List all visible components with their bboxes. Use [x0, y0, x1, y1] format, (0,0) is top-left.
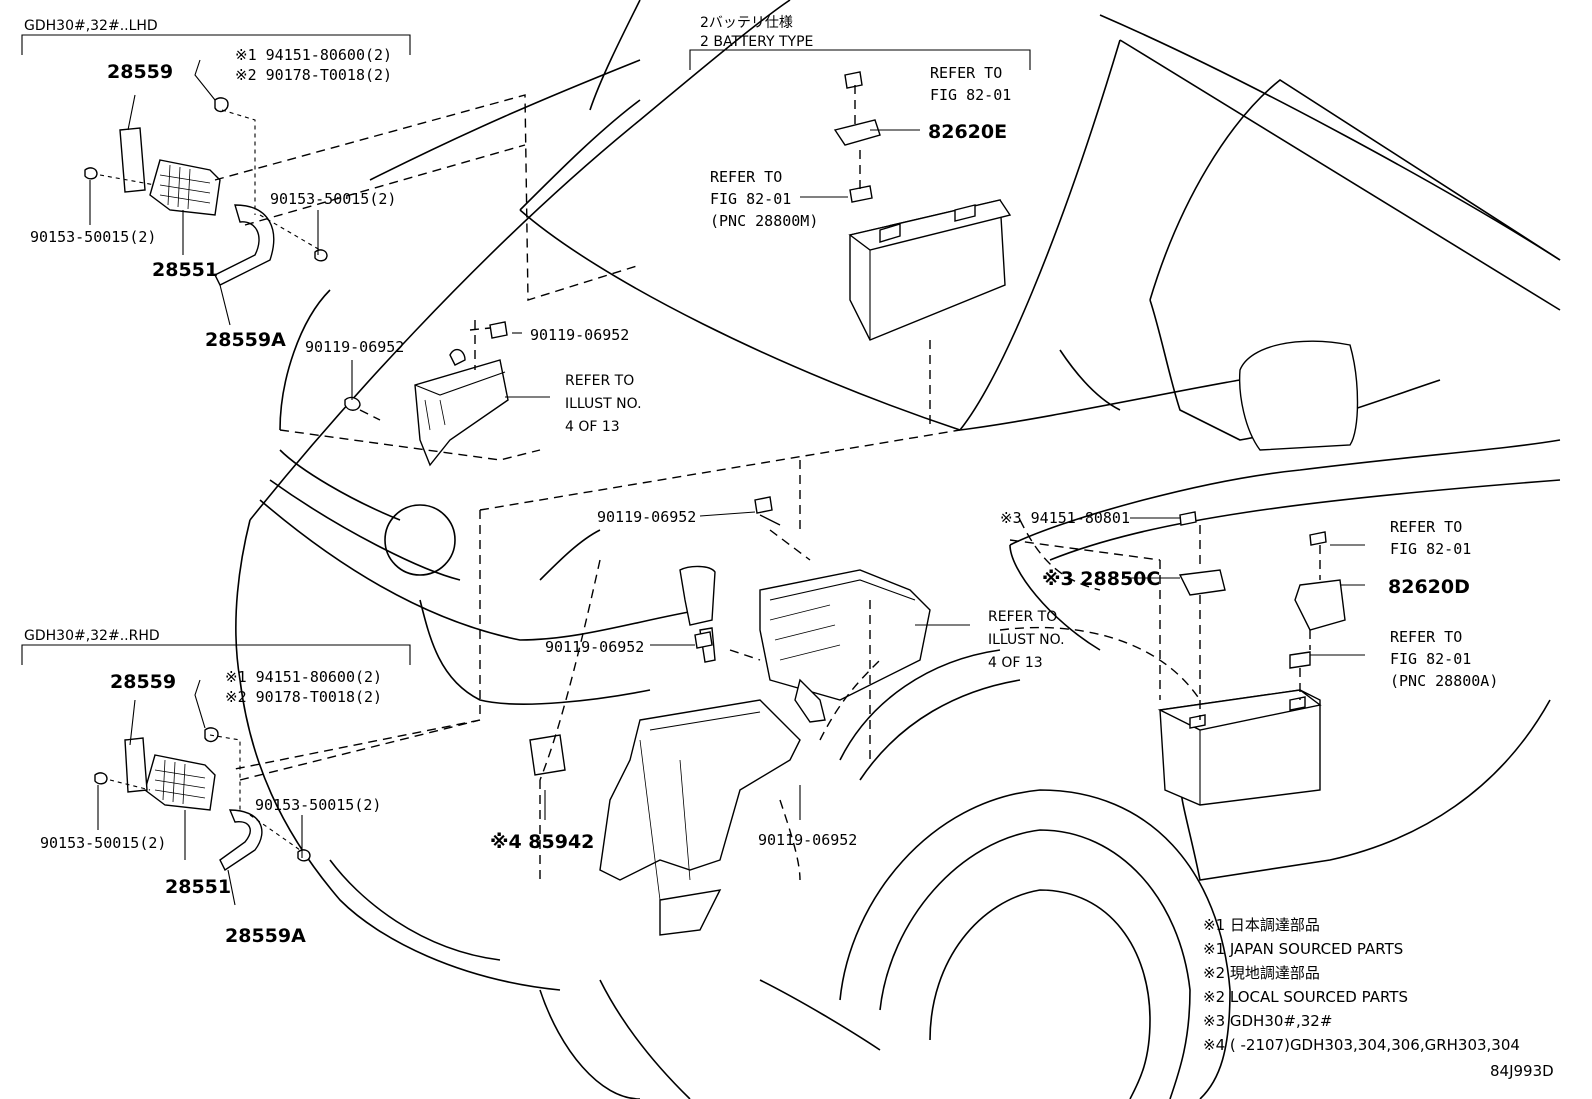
- lhd-part-28559a[interactable]: 28559A: [205, 329, 286, 351]
- right-part-82620d[interactable]: 82620D: [1388, 576, 1470, 598]
- note-3: ※3 GDH30#,32#: [1203, 1012, 1332, 1030]
- right-refer-to-2: REFER TO: [1390, 628, 1462, 646]
- battery2-fig-link-1[interactable]: FIG 82-01: [930, 86, 1011, 104]
- note-4: ※4 ( -2107)GDH303,304,306,GRH303,304: [1203, 1036, 1520, 1054]
- right-refer-to-1: REFER TO: [1390, 518, 1462, 536]
- rhd-bolt-left-label[interactable]: 90153-50015(2): [40, 834, 166, 852]
- battery2-refer-to-1: REFER TO: [930, 64, 1002, 82]
- rhd-ref-94151-80600[interactable]: ※1 94151-80600(2): [225, 668, 382, 686]
- lhd-ref-94151-80600[interactable]: ※1 94151-80600(2): [235, 46, 392, 64]
- right-pnc-28800a[interactable]: (PNC 28800A): [1390, 672, 1498, 690]
- refer-illust-1-line1: REFER TO: [565, 373, 634, 389]
- footnotes: ※1 日本調達部品 ※1 JAPAN SOURCED PARTS ※2 現地調達…: [1203, 916, 1520, 1054]
- right-fig-link-2[interactable]: FIG 82-01: [1390, 650, 1471, 668]
- screw-90119-06952-washer[interactable]: 90119-06952: [545, 638, 644, 656]
- battery2-part-82620e[interactable]: 82620E: [928, 121, 1007, 143]
- battery-section-header-en: 2 BATTERY TYPE: [700, 34, 813, 50]
- screw-90119-06952-left[interactable]: 90119-06952: [305, 338, 404, 356]
- rhd-section-header: GDH30#,32#..RHD: [24, 628, 160, 644]
- relay-block: [679, 496, 931, 723]
- battery-right: [1157, 511, 1346, 806]
- screw-90119-06952-bottom[interactable]: 90119-06952: [758, 831, 857, 849]
- lhd-module: [84, 97, 328, 286]
- lhd-part-28559[interactable]: 28559: [107, 61, 173, 83]
- rhd-module: [94, 727, 311, 872]
- refer-illust-1-line2[interactable]: ILLUST NO.: [565, 396, 642, 412]
- washer-tank: [529, 699, 801, 936]
- battery2-refer-to-2: REFER TO: [710, 168, 782, 186]
- dashed-callouts: [99, 85, 1321, 881]
- part-85942[interactable]: ※4 85942: [490, 831, 594, 853]
- note-1-jp: ※1 日本調達部品: [1203, 916, 1320, 934]
- vehicle-outline: [235, 0, 1561, 1099]
- screw-90119-06952-top[interactable]: 90119-06952: [530, 326, 629, 344]
- battery2-pnc-28800m[interactable]: (PNC 28800M): [710, 212, 818, 230]
- lhd-bolt-right-label[interactable]: 90153-50015(2): [270, 190, 396, 208]
- section-brackets: [21, 34, 1031, 665]
- fuse-box-left: [344, 321, 509, 467]
- rhd-part-28559[interactable]: 28559: [110, 671, 176, 693]
- lhd-section-header: GDH30#,32#..LHD: [24, 18, 158, 34]
- leader-lines: [89, 59, 1365, 906]
- battery2-fig-link-2[interactable]: FIG 82-01: [710, 190, 791, 208]
- lhd-ref-90178-t0018[interactable]: ※2 90178-T0018(2): [235, 66, 392, 84]
- lhd-bolt-left-label[interactable]: 90153-50015(2): [30, 228, 156, 246]
- right-part-28850c[interactable]: ※3 28850C: [1042, 568, 1160, 590]
- screw-90119-06952-relay[interactable]: 90119-06952: [597, 508, 696, 526]
- refer-illust-1-line3[interactable]: 4 OF 13: [565, 419, 620, 435]
- rhd-ref-90178-t0018[interactable]: ※2 90178-T0018(2): [225, 688, 382, 706]
- refer-illust-2-line1: REFER TO: [988, 609, 1057, 625]
- note-2-en: ※2 LOCAL SOURCED PARTS: [1203, 988, 1408, 1006]
- battery-2-battery-type: [833, 71, 1012, 341]
- refer-illust-2-line3[interactable]: 4 OF 13: [988, 655, 1043, 671]
- right-fig-link-1[interactable]: FIG 82-01: [1390, 540, 1471, 558]
- rhd-part-28551[interactable]: 28551: [165, 876, 231, 898]
- note-1-en: ※1 JAPAN SOURCED PARTS: [1203, 940, 1403, 958]
- battery-section-header-jp: 2バッテリ仕様: [700, 15, 793, 31]
- rhd-part-28559a[interactable]: 28559A: [225, 925, 306, 947]
- rhd-bolt-right-label[interactable]: 90153-50015(2): [255, 796, 381, 814]
- note-2-jp: ※2 現地調達部品: [1203, 964, 1320, 982]
- lhd-part-28551[interactable]: 28551: [152, 259, 218, 281]
- right-ref3-94151-80801[interactable]: ※3 94151-80801: [1000, 509, 1130, 527]
- diagram-id: 84J993D: [1490, 1062, 1554, 1080]
- refer-illust-2-line2[interactable]: ILLUST NO.: [988, 632, 1065, 648]
